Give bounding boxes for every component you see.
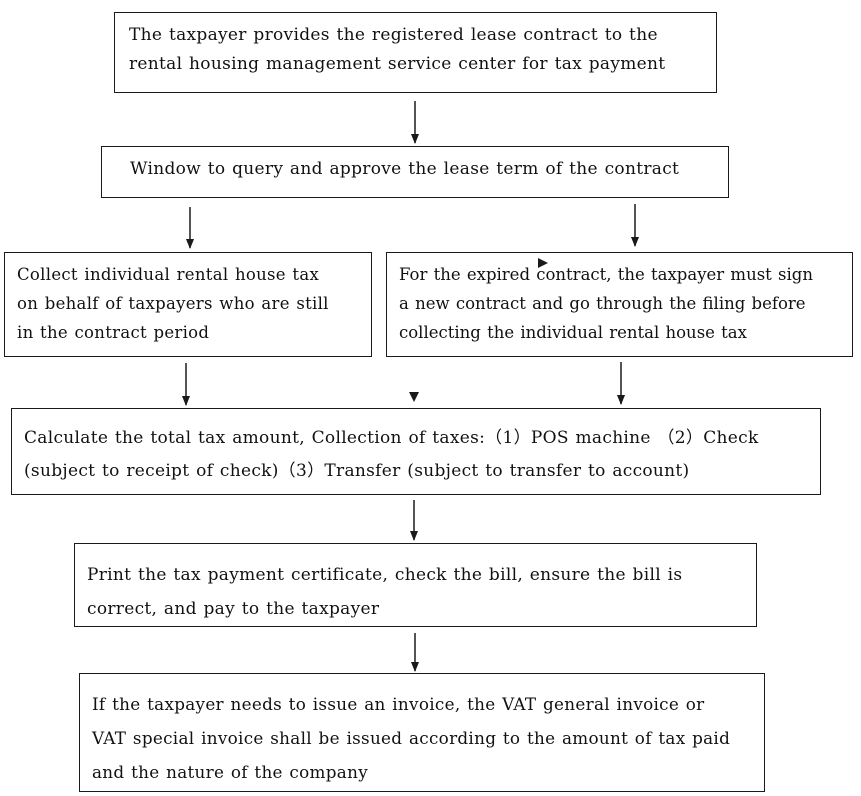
box-collect-in-period: Collect individual rental house tax on b… <box>4 252 372 357</box>
arrowhead-small-icon <box>409 392 419 402</box>
box-expired-contract: For the expired contract, the taxpayer m… <box>386 252 853 357</box>
box-print-certificate: Print the tax payment certificate, check… <box>74 543 757 627</box>
box-calculate-collect: Calculate the total tax amount, Collecti… <box>11 408 821 495</box>
arrow-center-to-calculate <box>409 392 419 402</box>
box-submit-contract: The taxpayer provides the registered lea… <box>114 12 717 93</box>
box-query-approve: Window to query and approve the lease te… <box>101 146 729 198</box>
box-issue-invoice: If the taxpayer needs to issue an invoic… <box>79 673 765 792</box>
